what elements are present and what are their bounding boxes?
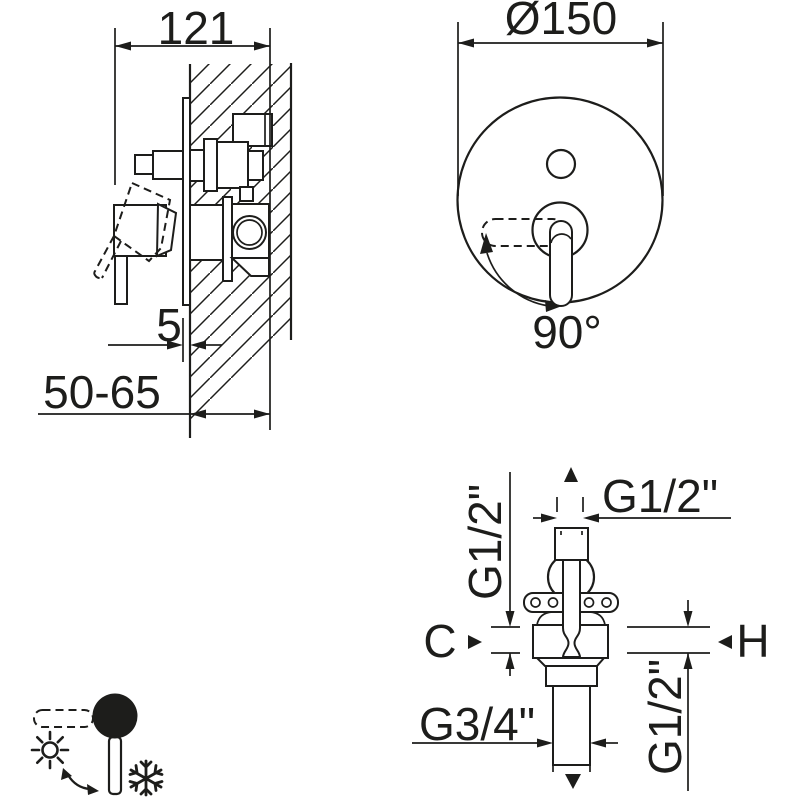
port-circle-outer [232,215,267,250]
label-width-121: 121 [158,2,235,54]
lever-joint-arc [550,233,572,244]
cartridge-base [229,257,270,277]
outlet-cap [134,154,154,175]
dim-width-121: 121 [114,2,271,430]
h-pointer-icon [718,635,732,649]
label-port-h: H [736,615,769,667]
handle-rotated-dashed [93,181,172,280]
top-fitting [554,527,589,561]
flow-down-arrow [565,774,581,789]
cartridge-sleeve [189,204,224,261]
handle-knob [92,693,138,739]
handle-lever-side [114,255,128,305]
dim-bottom-thread: G3/4" [412,698,618,750]
outlet-nut [545,665,598,687]
dim-top-thread: G1/2" [533,470,731,523]
left-shoulder [536,611,553,626]
flange-ring [203,138,218,192]
outlet-stub [152,150,184,180]
right-shoulder [589,611,606,626]
label-rotation-90: 90° [532,306,602,358]
wall-sleeve [189,149,205,182]
dim-plate-5: 5 [108,299,222,362]
valve-schematic-view: G1/2" G1/2" C H G1/2" [412,467,770,791]
label-plate-5: 5 [156,299,182,351]
rear-stub [247,150,264,181]
port-circle-inner [236,219,263,246]
flow-up-arrow [564,467,578,482]
dim-port-c: C [423,615,482,667]
dim-port-h: H G1/2" [627,600,770,791]
front-view: 90° Ø150 [456,0,664,358]
trim-plate [182,97,191,306]
snowflake-icon [128,759,164,797]
body-taper [534,657,607,667]
dim-depth-50-65: 50-65 [38,366,270,419]
lever-hot-position-dashed [33,709,94,728]
label-port-c: C [423,615,456,667]
label-bottom-depth: G1/2" [639,659,691,775]
bottom-pipe [552,685,591,766]
side-section-view: 121 5 50-65 [38,2,293,438]
cartridge-stem [561,558,582,658]
label-depth-50-65: 50-65 [43,366,161,418]
dim-top-depth: G1/2" [459,472,520,676]
label-bottom-thread: G3/4" [419,698,535,750]
lever-down-position [107,735,123,796]
diverter-button [545,148,577,180]
label-diameter-150: Ø150 [505,0,618,44]
c-pointer-icon [468,635,482,649]
dim-diameter-150: Ø150 [457,0,664,196]
small-port [239,186,254,202]
temperature-lever-icon [30,693,164,797]
label-top-thread: G1/2" [602,470,718,522]
valve-upper-body [216,141,249,189]
cartridge-flange [222,196,233,282]
sun-icon [30,730,70,770]
rotation-arrow-icon [480,233,562,312]
swivel-arrow-icon [61,768,99,795]
label-top-depth: G1/2" [459,484,511,600]
